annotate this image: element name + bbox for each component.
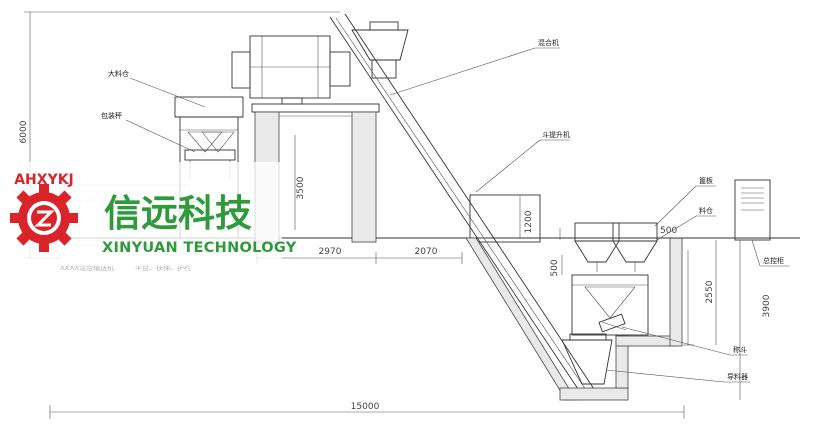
dim-6000-label: 6000 [19,120,29,143]
dim-500-top-label: 500 [660,226,677,236]
logo-arc-text: AHXYKJ [14,172,74,188]
label-hopper: 称斗 [733,345,747,354]
label-packing-scale: 包装秤 [101,111,122,120]
gear-logo-icon [10,184,78,252]
dim-3500-label: 3500 [296,176,306,199]
control-cabinet [734,179,771,241]
elevator-box: 1200 [469,194,541,243]
bin-dimensions: 500 500 2550 3900 [550,226,772,400]
label-control-cabinet: 总控柜 [763,256,784,265]
dim-2070-label: 2070 [415,247,438,257]
dim-1200-label: 1200 [524,210,534,233]
dim-2970-label: 2970 [319,247,342,257]
dim-2550-label: 2550 [705,280,715,303]
pit-structure [465,237,694,401]
inclined-conveyor [329,13,595,393]
label-grate: 篦板 [699,176,713,185]
brand-watermark: AHXYKJ 信远科技 XINYUAN TECHNOLOGY [0,162,297,266]
feed-hopper [351,21,409,79]
label-bucket-elevator: 斗提升机 [542,130,570,139]
dim-3900-label: 3900 [762,294,772,317]
weigh-hopper [571,274,649,336]
label-material-bin: 料仓 [699,206,713,215]
label-mixer: 混合机 [538,38,559,47]
dim-500-pit-label: 500 [550,259,560,276]
callouts: 大料仓 包装秤 混合机 斗提升机 篦板 料仓 总控柜 称斗 导料器 [101,38,790,383]
material-bins [574,222,658,272]
brand-name-en: XINYUAN TECHNOLOGY [102,240,297,256]
dim-15000-label: 15000 [351,402,380,412]
label-guide-hopper: 导料器 [727,372,748,381]
faint-label-1: XXXX混合输送机 [60,263,114,272]
brand-name-cn: 信远科技 [104,192,252,235]
guide-hopper [561,333,613,385]
faint-label-2: 平台、扶梯、护栏 [135,263,191,272]
mixer-drum [231,35,351,105]
label-big-bin: 大料仓 [108,69,129,78]
